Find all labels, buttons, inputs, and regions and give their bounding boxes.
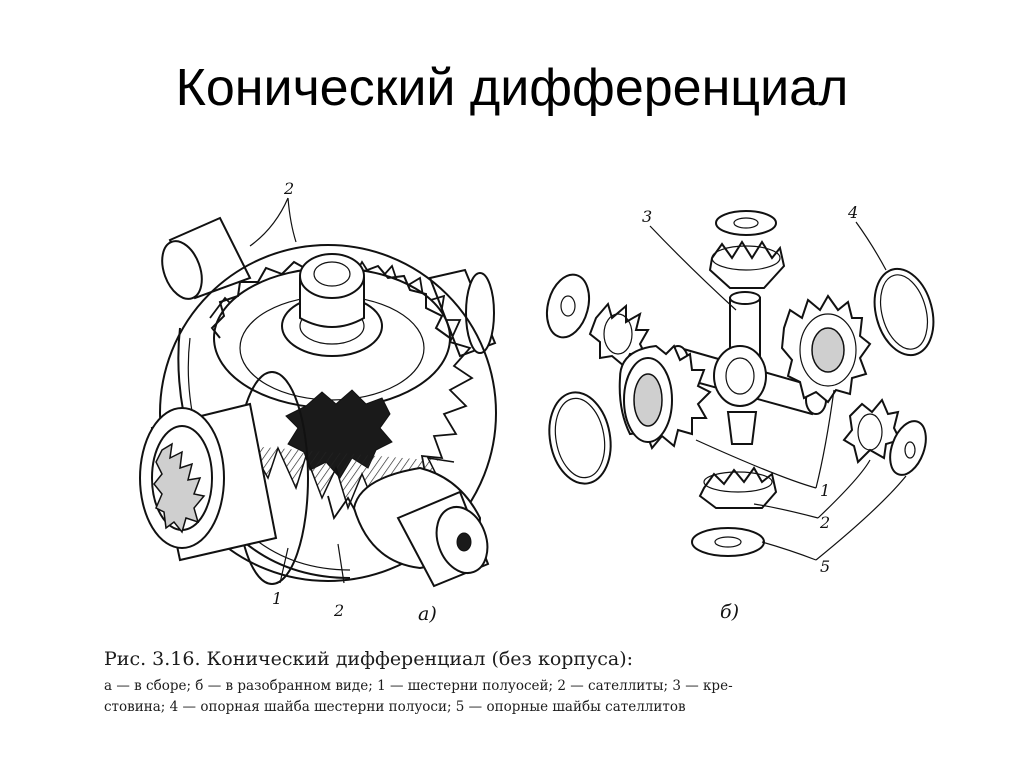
gear-ring-outline <box>159 244 497 582</box>
callout-a-top-2: 2 <box>283 179 294 198</box>
callout-b-2: 2 <box>819 513 830 532</box>
caption-line-1: а — в сборе; б — в разобранном виде; 1 —… <box>104 678 733 694</box>
exploded-differential: 3 4 1 2 5 б) <box>545 203 935 623</box>
sublabel-a: а) <box>418 603 437 625</box>
assembled-differential: 2 1 2 а) <box>139 179 497 625</box>
top-thrust-washer <box>715 210 777 236</box>
sublabel-b: б) <box>720 601 739 623</box>
callout-leaders-a <box>249 197 345 584</box>
differential-drawing: 2 1 2 а) <box>139 179 935 625</box>
slide-title: Конический дифференциал <box>175 59 849 117</box>
callout-b-4: 4 <box>847 203 858 222</box>
top-satellite-gear <box>708 240 786 289</box>
left-shaft <box>161 216 252 300</box>
callout-b-5: 5 <box>820 557 830 576</box>
caption-body: а — в сборе; б — в разобранном виде; 1 —… <box>104 676 974 718</box>
callout-a-2: 2 <box>333 601 344 620</box>
left-support-ring <box>548 391 612 485</box>
left-satellite-gear <box>588 301 650 368</box>
callout-leaders-b <box>649 221 907 561</box>
bottom-thrust-washer <box>691 527 765 557</box>
right-support-ring <box>873 267 935 357</box>
caption-line-2: стовина; 4 — опорная шайба шестерни полу… <box>104 699 686 715</box>
figure-caption: Рис. 3.16. Конический дифференциал (без … <box>104 646 974 718</box>
differential-figure: 2 1 2 а) <box>100 178 970 638</box>
lower-right-pin <box>352 466 490 588</box>
callout-b-1: 1 <box>820 481 830 500</box>
right-half-axle-gear <box>780 294 872 404</box>
callout-b-3: 3 <box>642 207 652 226</box>
left-splined-hub <box>139 371 309 585</box>
right-thrust-washer <box>889 420 927 476</box>
caption-title: Рис. 3.16. Конический дифференциал (без … <box>104 648 634 670</box>
bottom-satellite-gear <box>698 466 778 509</box>
left-half-axle-gear <box>618 344 712 450</box>
left-thrust-washer <box>545 273 591 339</box>
callout-a-1: 1 <box>272 589 282 608</box>
